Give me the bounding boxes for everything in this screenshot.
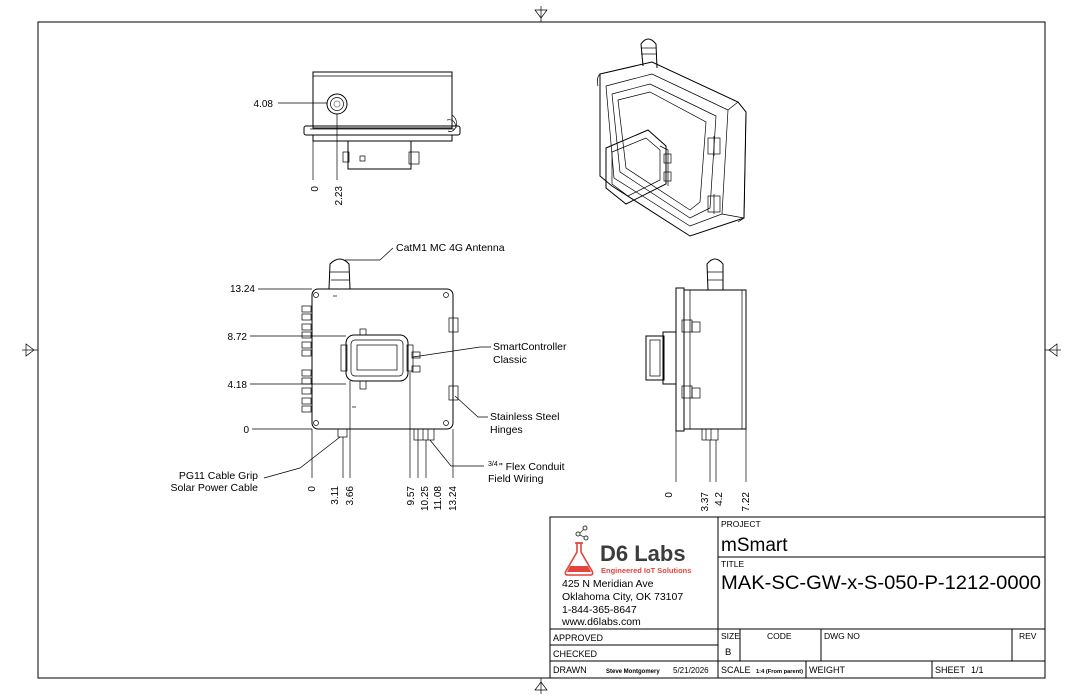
callout-antenna: CatM1 MC 4G Antenna: [396, 242, 505, 254]
front-view-callouts: CatM1 MC 4G Antenna SmartController Clas…: [170, 242, 567, 494]
callout-conduit: " Flex Conduit: [499, 461, 565, 473]
front-view-dimensions: 13.24 8.72 4.18 0 0 3.11 3.66 9.57 10.25…: [228, 284, 459, 511]
side-view: [645, 258, 747, 441]
front-view: [301, 258, 459, 441]
phone-number: 1-844-365-8647: [562, 604, 637, 616]
dim-label: 3.37: [700, 492, 711, 512]
dim-label: 7.22: [741, 492, 752, 512]
drawn-label: DRAWN: [553, 665, 587, 675]
dim-label: 0: [664, 492, 675, 498]
dim-label: 9.57: [406, 486, 417, 506]
callout-hinges: Stainless Steel: [490, 411, 559, 423]
weight-label: WEIGHT: [809, 665, 845, 675]
website: www.d6labs.com: [561, 616, 641, 628]
d6-labs-logo: [564, 525, 594, 576]
drawing-title: MAK-SC-GW-x-S-050-P-1212-0000: [721, 573, 1041, 594]
dim-label: 0: [307, 486, 318, 492]
size-label: SIZE: [721, 631, 740, 641]
drawn-date: 5/21/2026: [673, 666, 709, 675]
company-name: D6 Labs: [600, 541, 686, 566]
project-label: PROJECT: [721, 519, 761, 529]
address-line: 425 N Meridian Ave: [562, 578, 654, 590]
side-view-dimensions: 0 3.37 4.2 7.22: [664, 429, 752, 511]
scale-label: SCALE: [721, 665, 751, 675]
centering-mark-bottom: [534, 678, 548, 694]
top-view-dimensions: 4.08 0 2.23: [254, 99, 345, 205]
dim-label: 4.08: [254, 99, 274, 110]
centering-mark-top: [534, 6, 548, 22]
callout-cable-grip: PG11 Cable Grip: [179, 470, 258, 482]
dim-label: 13.24: [448, 486, 459, 511]
dim-label: 3.11: [330, 486, 341, 505]
dim-label: 11.08: [433, 486, 444, 511]
approved-label: APPROVED: [553, 633, 604, 643]
top-view: [303, 71, 461, 170]
callout-cable-grip: Solar Power Cable: [170, 482, 258, 494]
title-block: D6 Labs Engineered IoT Solutions 425 N M…: [549, 516, 1046, 679]
dim-label: 2.23: [334, 186, 345, 206]
code-label: CODE: [767, 631, 792, 641]
dwg-no-label: DWG NO: [824, 631, 860, 641]
callout-conduit: Field Wiring: [488, 473, 544, 485]
callout-hinges: Hinges: [490, 424, 523, 436]
callout-controller: Classic: [493, 354, 527, 366]
centering-mark-right: [1045, 343, 1061, 357]
scale-value: 1:4 (From parent): [756, 669, 803, 675]
rev-label: REV: [1019, 631, 1037, 641]
dim-label: 0: [243, 425, 249, 436]
address-line: Oklahoma City, OK 73107: [562, 591, 683, 603]
dim-label: 4.2: [714, 492, 725, 506]
sheet-value: 1/1: [971, 665, 984, 675]
callout-conduit-fraction: 3/4: [488, 461, 498, 468]
dim-label: 4.18: [228, 380, 248, 391]
dim-label: 3.66: [345, 486, 356, 506]
dim-label: 0: [310, 186, 321, 192]
checked-label: CHECKED: [553, 649, 598, 659]
drawn-by: Steve Montgomery: [606, 669, 660, 675]
dim-label: 10.25: [420, 486, 431, 511]
sheet-label: SHEET: [935, 665, 966, 675]
company-tagline: Engineered IoT Solutions: [601, 566, 691, 575]
dim-label: 13.24: [230, 284, 255, 295]
size-value: B: [725, 647, 731, 658]
callout-controller: SmartController: [493, 341, 567, 353]
project-name: mSmart: [721, 535, 788, 556]
isometric-view: [596, 38, 747, 237]
dim-label: 8.72: [228, 332, 248, 343]
centering-mark-left: [22, 343, 38, 357]
title-label: TITLE: [721, 559, 744, 569]
